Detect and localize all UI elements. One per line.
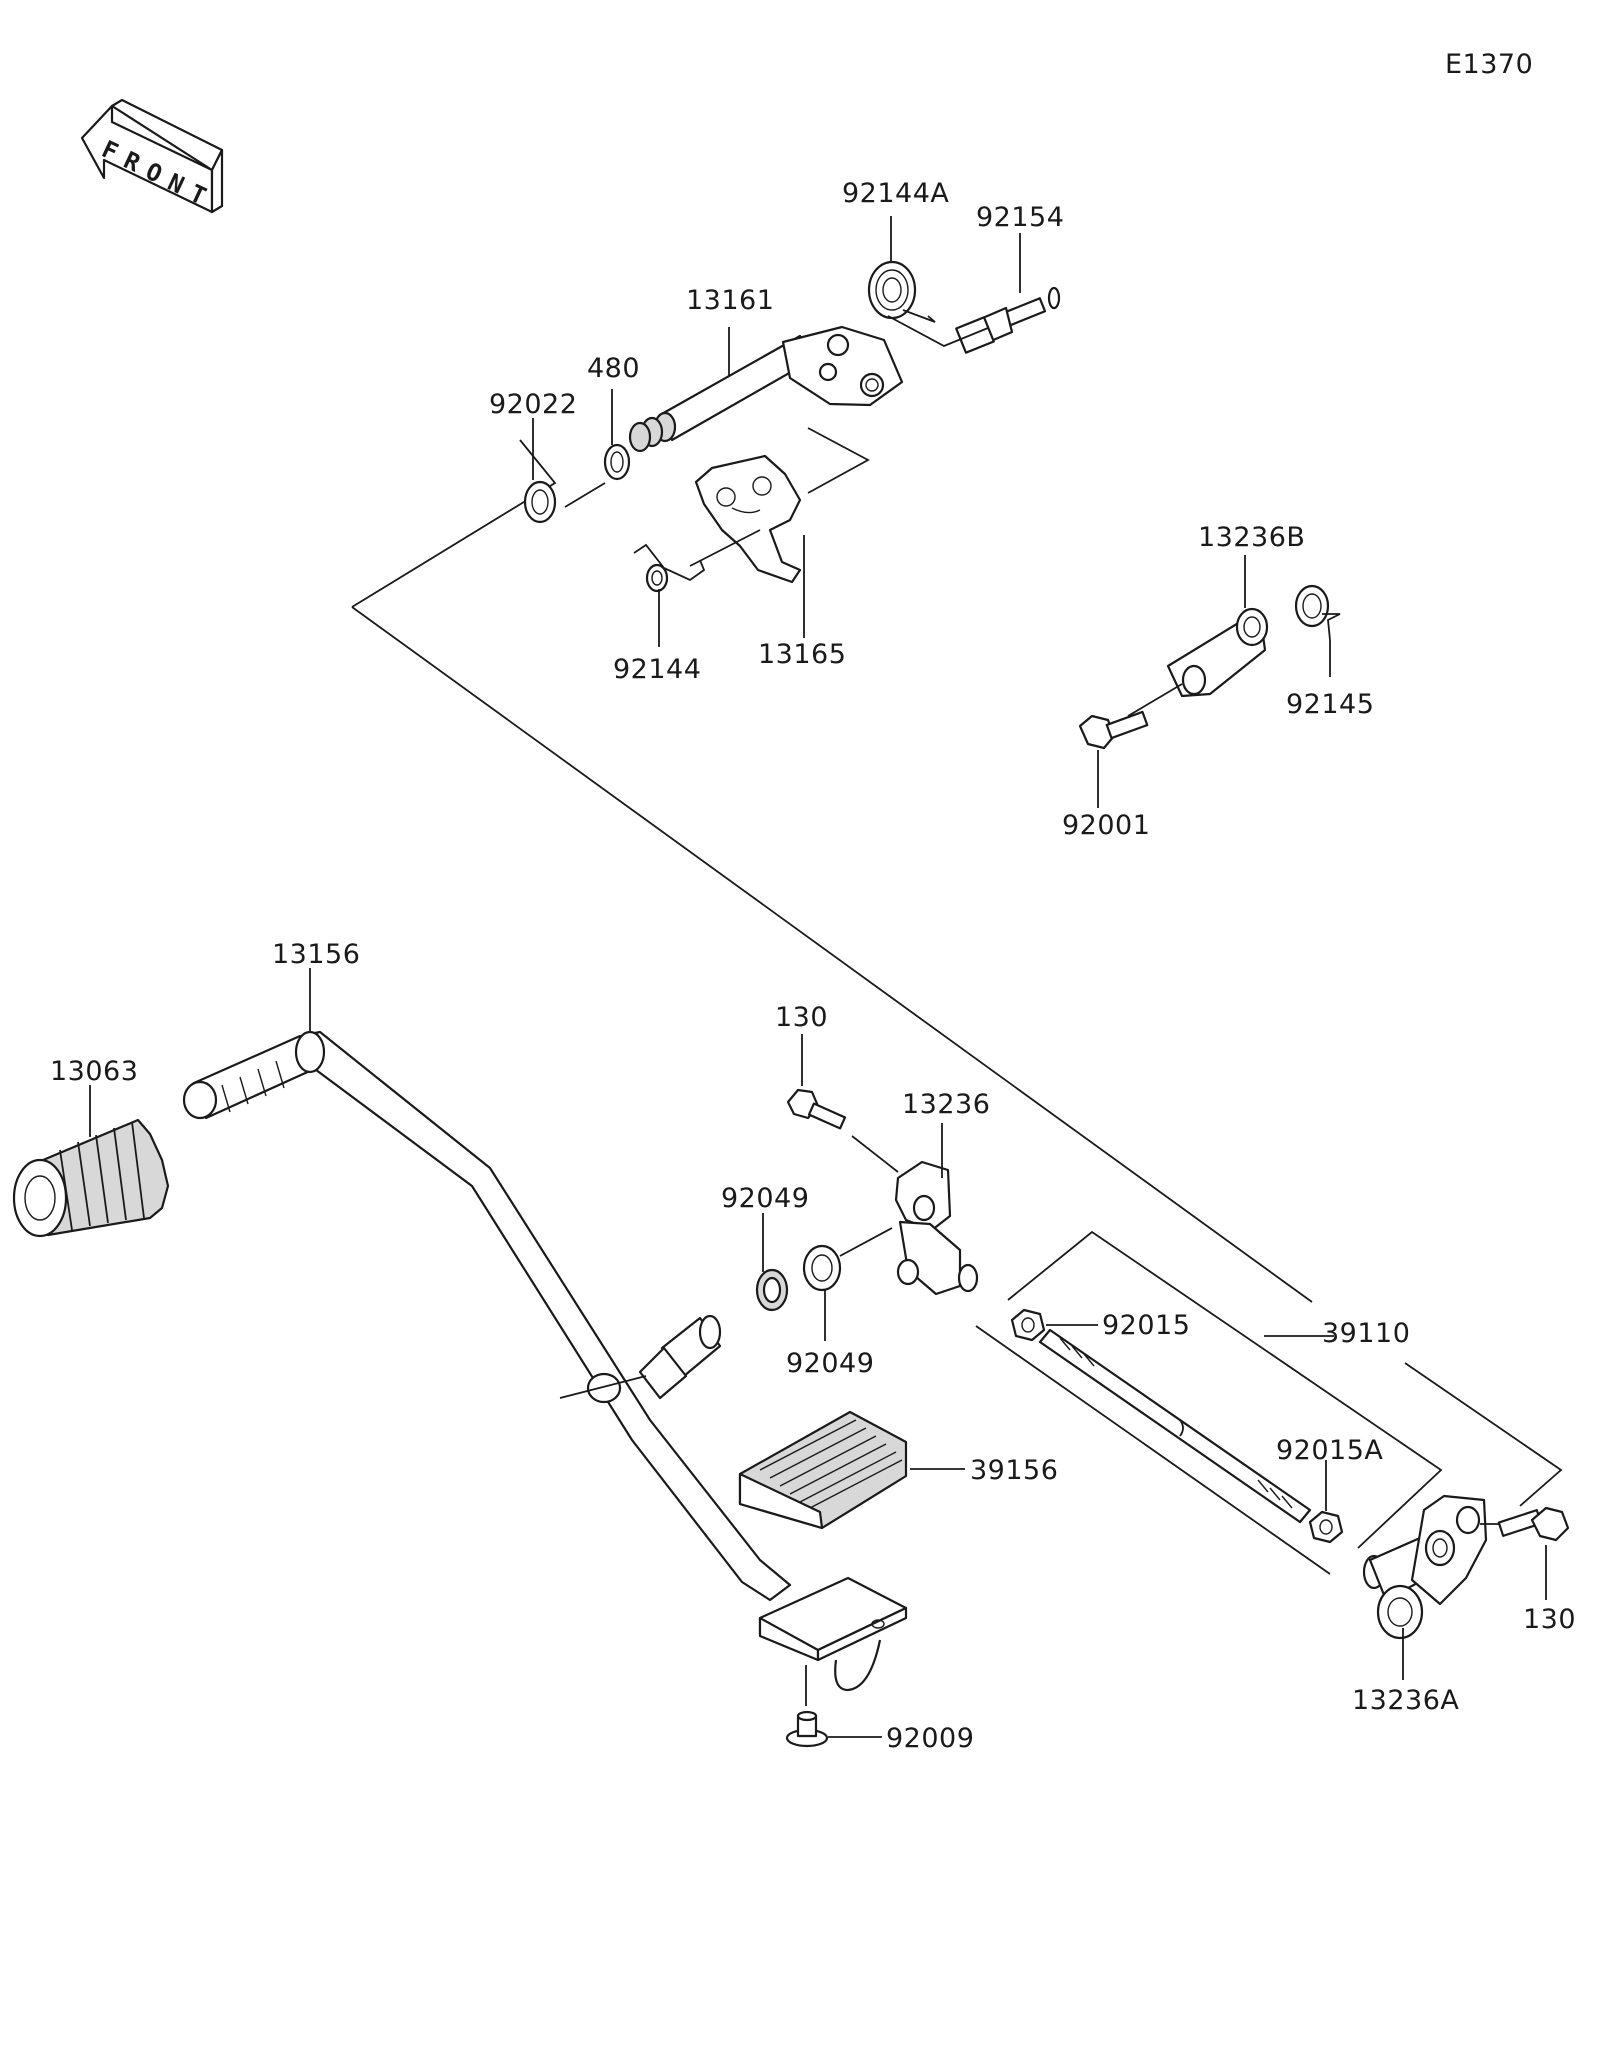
circlip-480 (603, 443, 631, 481)
label-39110: 39110 (1322, 1318, 1410, 1349)
bolt-92001 (1078, 710, 1149, 750)
seal-92049-b (802, 1244, 842, 1292)
lever-arm-13236 (894, 1160, 979, 1296)
label-39156: 39156 (970, 1455, 1058, 1486)
label-92049-b: 92049 (786, 1348, 874, 1379)
shift-shaft-13161 (628, 325, 904, 453)
bolt-130-top (786, 1088, 847, 1130)
spring-92145 (1294, 584, 1341, 641)
label-92015: 92015 (1102, 1310, 1190, 1341)
shift-shaft-group: 92144A 92154 13161 (351, 178, 1313, 1303)
label-13236b: 13236B (1198, 522, 1305, 553)
front-arrow-icon: F R O N T (80, 98, 224, 214)
spring-92144 (633, 543, 706, 593)
label-480: 480 (587, 353, 640, 384)
nut-92015a (1308, 1510, 1344, 1544)
label-92144: 92144 (613, 654, 701, 685)
lever-13236a (1362, 1494, 1488, 1640)
label-92022: 92022 (489, 389, 577, 420)
washer-92022 (523, 480, 557, 524)
label-92144a: 92144A (842, 178, 949, 209)
label-130-right: 130 (1523, 1604, 1576, 1635)
positioning-lever-group: 13236B 92145 92001 (1062, 522, 1374, 841)
rod-39110 (1038, 1328, 1312, 1524)
shift-rod-group: 92015 39110 92015A (975, 1230, 1576, 1716)
label-92015a: 92015A (1276, 1435, 1383, 1466)
label-92154: 92154 (976, 202, 1064, 233)
label-92049-a: 92049 (721, 1183, 809, 1214)
label-92145: 92145 (1286, 689, 1374, 720)
pedal-lever-13156 (182, 1030, 908, 1692)
label-13236a: 13236A (1352, 1685, 1459, 1716)
label-13236: 13236 (902, 1089, 990, 1120)
label-92009: 92009 (886, 1723, 974, 1754)
seal-92049-a (755, 1268, 789, 1312)
diagram-code: E1370 (1445, 49, 1533, 80)
label-13063: 13063 (50, 1056, 138, 1087)
shift-arm-13165 (694, 454, 802, 584)
screw-92009 (785, 1710, 829, 1748)
group-boundary-line (351, 439, 557, 608)
label-13161: 13161 (686, 285, 774, 316)
pedal-shaft (559, 1314, 722, 1400)
nut-92015 (1010, 1308, 1046, 1342)
label-13165: 13165 (758, 639, 846, 670)
shaft-group-line (807, 427, 870, 494)
spring-92144a (867, 260, 936, 323)
pedal-group: 13063 13156 (12, 939, 1058, 1754)
bolt-130-right (1497, 1506, 1570, 1542)
grip-rubber-13063 (12, 1118, 170, 1238)
label-13156: 13156 (272, 939, 360, 970)
bolt-92154 (955, 286, 1061, 354)
label-130-top: 130 (775, 1002, 828, 1033)
pedal-rubber-39156 (738, 1410, 908, 1530)
lever-13236b (1166, 607, 1269, 698)
label-92001: 92001 (1062, 810, 1150, 841)
